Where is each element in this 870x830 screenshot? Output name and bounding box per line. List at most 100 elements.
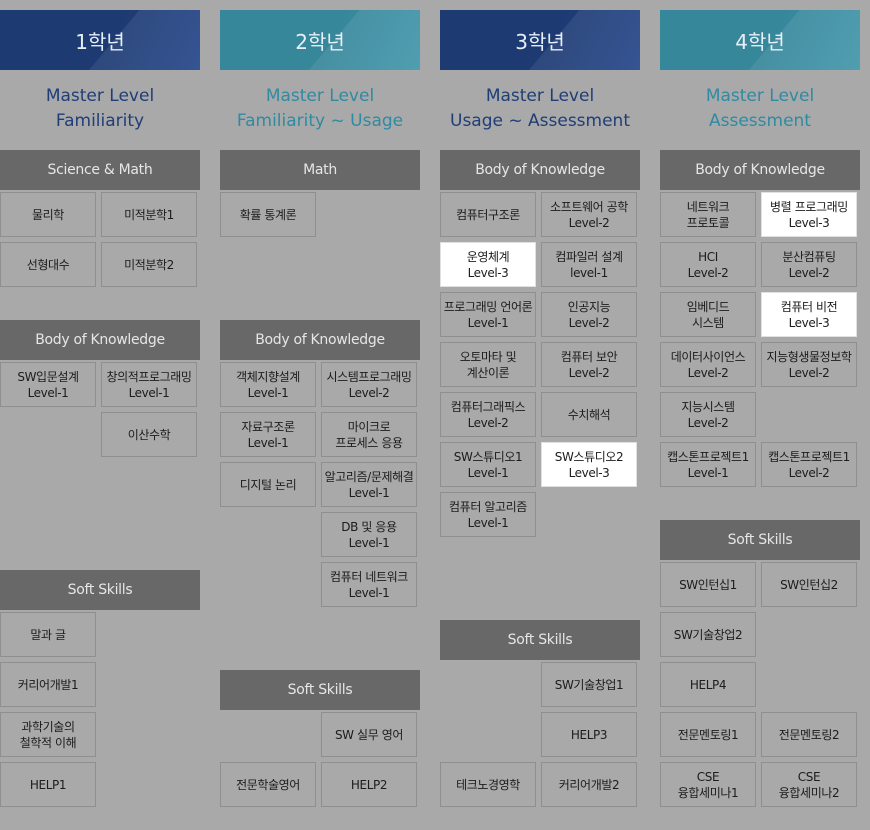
course-cell: 말과 글 bbox=[0, 612, 96, 657]
course-level: Level-1 bbox=[348, 535, 390, 550]
course-name: SW스튜디오2 bbox=[554, 449, 624, 464]
master-level-line: Familiarity ~ Usage bbox=[236, 111, 404, 131]
course-name: 오토마타 및 bbox=[459, 349, 517, 364]
course-cell: SW기술창업1 bbox=[541, 662, 637, 707]
course-name: 시스템프로그래밍 bbox=[326, 369, 412, 384]
course-cell: 전문학술영어 bbox=[220, 762, 316, 807]
course-level: Level-1 bbox=[687, 465, 729, 480]
course-cell: 커리어개발1 bbox=[0, 662, 96, 707]
course-cell: 미적분학2 bbox=[101, 242, 197, 287]
master-level-line: Master Level bbox=[45, 86, 155, 106]
course-cell: 수치해석 bbox=[541, 392, 637, 437]
course-cell: 이산수학 bbox=[101, 412, 197, 457]
course-name: 이산수학 bbox=[127, 427, 171, 442]
course-name: 객체지향설계 bbox=[236, 369, 300, 384]
course-name: HELP1 bbox=[29, 777, 67, 792]
course-level: 철학적 이해 bbox=[19, 735, 77, 750]
course-level: Level-2 bbox=[687, 365, 729, 380]
course-cell: 테크노경영학 bbox=[440, 762, 536, 807]
master-level-line: Master Level bbox=[265, 86, 375, 106]
course-name: SW인턴십1 bbox=[679, 577, 737, 592]
course-name: 컴파일러 설계 bbox=[555, 249, 623, 264]
section-header-body-of-knowledge: Body of Knowledge bbox=[220, 320, 420, 360]
course-cell: 전문멘토링2 bbox=[761, 712, 857, 757]
course-name: HELP4 bbox=[689, 677, 727, 692]
course-name: 확률 통계론 bbox=[239, 207, 297, 222]
course-name: 컴퓨터그래픽스 bbox=[450, 399, 526, 414]
course-name: 미적분학1 bbox=[124, 207, 174, 222]
course-level: Level-1 bbox=[467, 465, 509, 480]
course-cell: SW 실무 영어 bbox=[321, 712, 417, 757]
course-name: 창의적프로그래밍 bbox=[106, 369, 192, 384]
section-header-soft-skills: Soft Skills bbox=[220, 670, 420, 710]
course-name: 말과 글 bbox=[30, 627, 66, 642]
course-name: 캡스톤프로젝트1 bbox=[667, 449, 749, 464]
course-level: Level-2 bbox=[687, 265, 729, 280]
section-header-body-of-knowledge: Body of Knowledge bbox=[0, 320, 200, 360]
course-name: 컴퓨터구조론 bbox=[456, 207, 520, 222]
course-cell: HELP4 bbox=[660, 662, 756, 707]
year-label: 1학년 bbox=[75, 29, 125, 54]
course-level: Level-3 bbox=[568, 465, 610, 480]
course-cell: 물리학 bbox=[0, 192, 96, 237]
course-cell: SW기술창업2 bbox=[660, 612, 756, 657]
course-level: Level-2 bbox=[568, 315, 610, 330]
course-cell: 커리어개발2 bbox=[541, 762, 637, 807]
course-name: SW기술창업2 bbox=[673, 627, 743, 642]
course-cell: 전문멘토링1 bbox=[660, 712, 756, 757]
course-cell: HELP1 bbox=[0, 762, 96, 807]
course-name: HCI bbox=[698, 249, 718, 264]
section-header-math: Math bbox=[220, 150, 420, 190]
course-name: 임베디드 bbox=[686, 299, 730, 314]
section-header-soft-skills: Soft Skills bbox=[440, 620, 640, 660]
course-name: 과학기술의 bbox=[21, 719, 75, 734]
master-level-line: Familiarity bbox=[55, 111, 145, 131]
course-name: SW스튜디오1 bbox=[453, 449, 523, 464]
course-level: Level-1 bbox=[247, 435, 289, 450]
course-name: 병렬 프로그래밍 bbox=[770, 199, 848, 214]
section-header-body-of-knowledge: Body of Knowledge bbox=[440, 150, 640, 190]
master-level-line: Assessment bbox=[709, 111, 811, 131]
course-level: Level-2 bbox=[788, 365, 830, 380]
course-name: CSE bbox=[696, 769, 720, 784]
year-header: 2학년 bbox=[220, 10, 420, 70]
master-level-line: Master Level bbox=[705, 86, 815, 106]
course-level: Level-2 bbox=[467, 415, 509, 430]
course-name: 분산컴퓨팅 bbox=[782, 249, 836, 264]
course-level: 융합세미나1 bbox=[677, 785, 739, 800]
course-name: 미적분학2 bbox=[124, 257, 174, 272]
course-name: SW기술창업1 bbox=[554, 677, 624, 692]
course-name: SW입문설계 bbox=[17, 369, 79, 384]
course-level: 프로세스 응용 bbox=[335, 435, 403, 450]
course-name: 전문멘토링2 bbox=[778, 727, 840, 742]
course-level: Level-2 bbox=[568, 365, 610, 380]
course-cell: SW인턴십2 bbox=[761, 562, 857, 607]
course-level: 프로토콜 bbox=[686, 215, 730, 230]
course-name: 운영체계 bbox=[466, 249, 510, 264]
course-level: Level-3 bbox=[467, 265, 509, 280]
master-level-line: Usage ~ Assessment bbox=[450, 111, 630, 131]
course-name: 인공지능 bbox=[567, 299, 611, 314]
course-name: 알고리즘/문제해결 bbox=[324, 469, 414, 484]
